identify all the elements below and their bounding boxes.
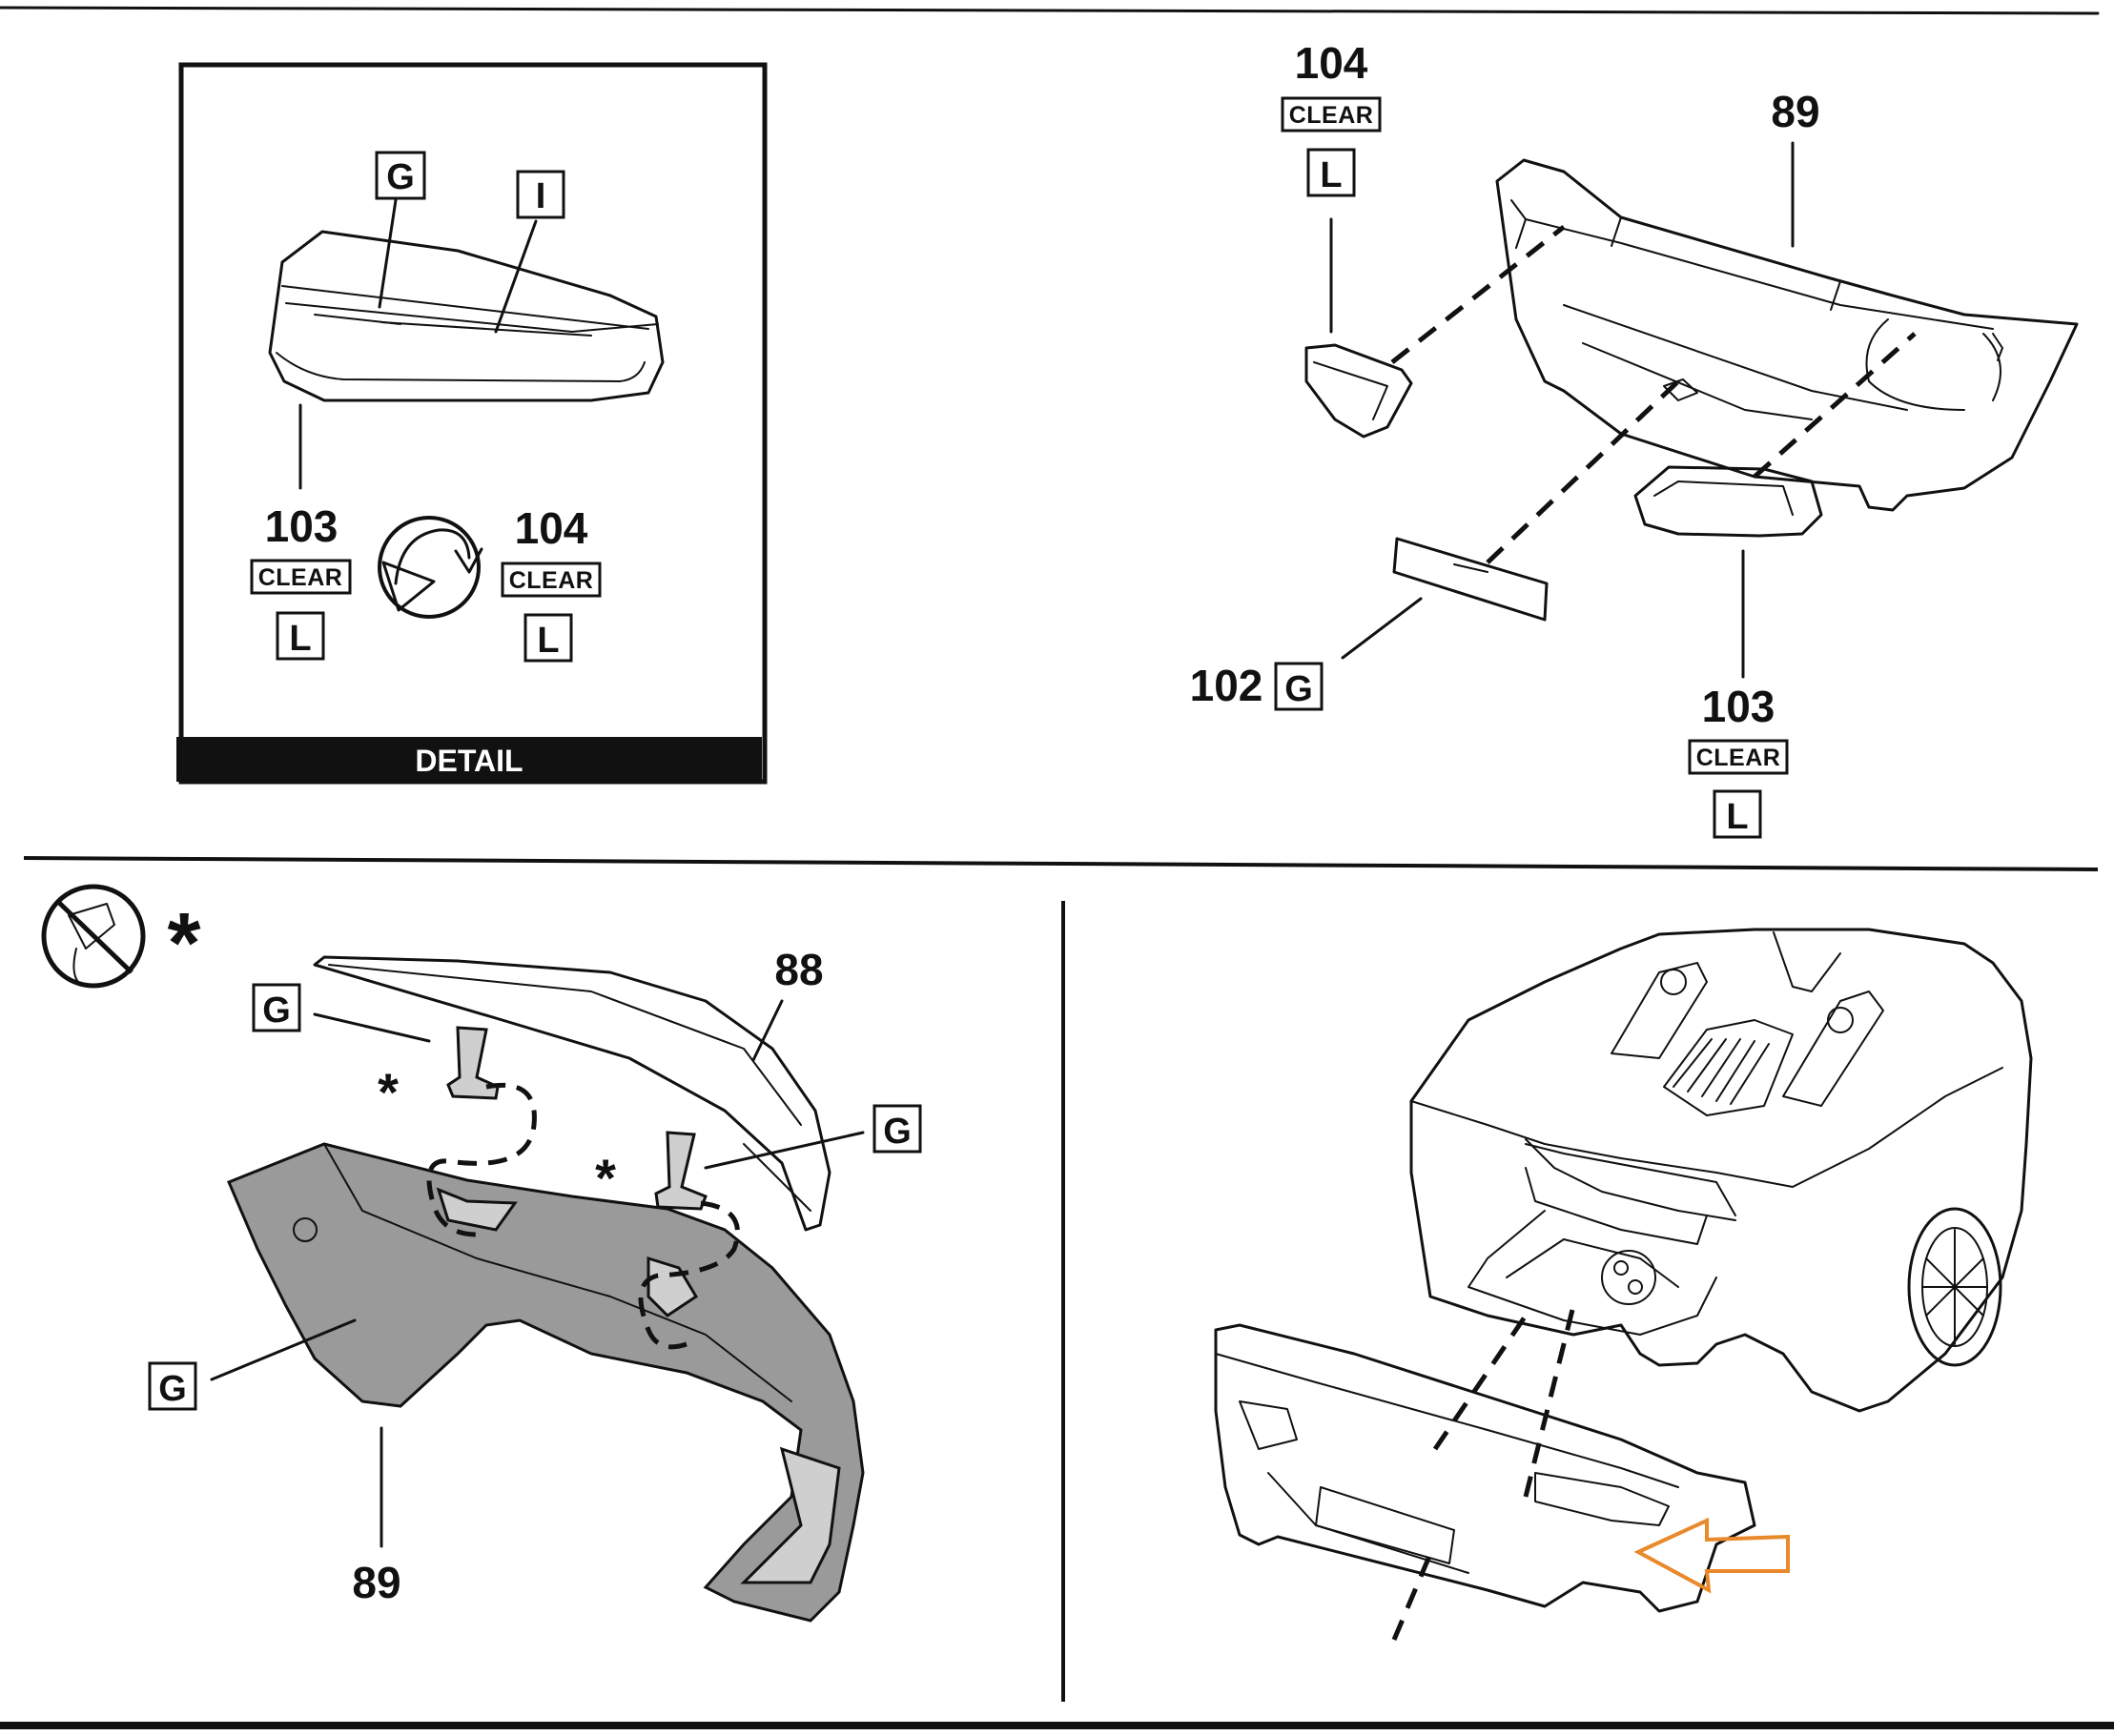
- part-88-label: 88: [774, 945, 823, 994]
- detail-frame: [178, 62, 768, 785]
- middle-divider: [23, 856, 2099, 871]
- no-glue-symbol: *: [167, 896, 200, 991]
- lens-104-drawing: [1304, 343, 1413, 439]
- detail-clear-103: CLEAR: [258, 564, 343, 591]
- part-104-letter-box: [1306, 148, 1356, 197]
- dash-assembly-right: [1523, 1305, 1576, 1498]
- spoiler-letter-g1: G: [262, 991, 291, 1031]
- dash-104: [1390, 225, 1566, 364]
- part-103-letter: L: [1726, 797, 1748, 837]
- rotate-icon: [378, 516, 483, 619]
- spoiler-letter-g3: G: [158, 1369, 187, 1409]
- leader-g3: [210, 1318, 357, 1381]
- part-103-clear: CLEAR: [1696, 745, 1781, 771]
- detail-letter-box-i: [516, 170, 565, 219]
- detail-clear-box-103: [250, 559, 352, 595]
- part-103-label: 103: [1702, 682, 1775, 731]
- leader-88: [751, 999, 784, 1062]
- part-104-clear-box: [1281, 96, 1382, 133]
- spoiler-letter-box-g3: [148, 1361, 197, 1411]
- assembly-bumper-drawing: [1214, 1323, 1756, 1613]
- detail-letter-box-l-104: [523, 613, 573, 663]
- detail-letter-i: I: [536, 176, 546, 216]
- leader-g1: [313, 1012, 431, 1043]
- glue-star-right: *: [595, 1148, 616, 1208]
- spoiler-wing-drawing: [313, 955, 831, 1232]
- top-border: [0, 6, 2100, 15]
- detail-caption: DETAIL: [415, 744, 523, 778]
- detail-letter-g: G: [386, 157, 415, 197]
- detail-part-104: 104: [515, 503, 588, 553]
- pointer-arrow-icon: [1633, 1517, 1790, 1594]
- detail-letter-l-104: L: [537, 621, 559, 661]
- dash-left-stand: [426, 1082, 537, 1237]
- detail-letter-box-l-103: [276, 611, 325, 661]
- leader-102: [1341, 597, 1423, 660]
- detail-clear-104: CLEAR: [509, 567, 594, 594]
- rear-bumper-drawing: [1495, 158, 2079, 512]
- glue-star-left: *: [378, 1062, 399, 1122]
- leader-i: [494, 219, 538, 334]
- part-104-clear: CLEAR: [1289, 102, 1374, 129]
- part-102-label: 102: [1190, 661, 1263, 710]
- dash-103: [1753, 332, 1917, 479]
- bumper-underside-drawing: [227, 1142, 865, 1623]
- no-glue-icon: [41, 884, 146, 989]
- detail-clear-box-104: [501, 562, 602, 598]
- part-103-clear-box: [1688, 739, 1789, 775]
- assembly-panel: [1214, 928, 2033, 1641]
- plate-102-drawing: [1392, 537, 1549, 622]
- detail-panel: DETAIL G I 103 CLEAR L: [176, 62, 768, 785]
- car-rear-drawing: [1409, 928, 2033, 1413]
- part-102-letter: G: [1284, 669, 1313, 709]
- tail-lights-panel: 104 CLEAR L 89: [1190, 38, 2079, 839]
- part-102-letter-box: [1274, 662, 1324, 711]
- spoiler-letter-box-g1: [252, 983, 301, 1032]
- part-89-lower-label: 89: [352, 1558, 400, 1607]
- detail-letter-box-g: [375, 151, 426, 200]
- part-89-label: 89: [1771, 87, 1819, 136]
- part-104-letter: L: [1320, 155, 1342, 195]
- lens-103-drawing: [1633, 465, 1823, 538]
- tail-light-lens-drawing: [268, 230, 665, 402]
- dash-right-stand: [638, 1200, 740, 1350]
- part-104-label: 104: [1295, 38, 1368, 88]
- spoiler-panel: * 88 G * G * G: [41, 884, 922, 1623]
- dash-assembly-plate: [1391, 1553, 1433, 1641]
- detail-letter-l-103: L: [289, 619, 311, 659]
- dash-assembly-left: [1432, 1314, 1529, 1451]
- dash-102: [1486, 379, 1680, 564]
- spoiler-letter-g2: G: [883, 1112, 912, 1152]
- leader-g2: [704, 1131, 865, 1170]
- leader-g: [378, 198, 398, 309]
- spoiler-letter-box-g2: [872, 1104, 922, 1154]
- detail-caption-bar: [176, 737, 762, 782]
- part-103-letter-box: [1713, 789, 1762, 839]
- detail-part-103: 103: [265, 501, 339, 551]
